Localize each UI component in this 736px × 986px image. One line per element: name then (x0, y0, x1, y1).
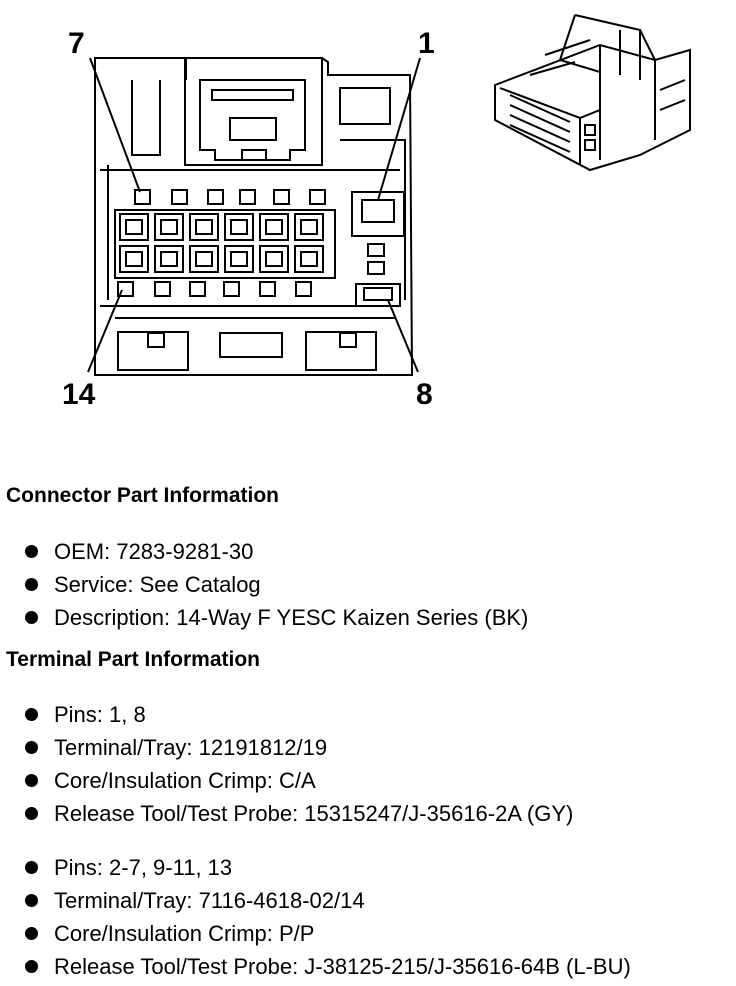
list-item: Core/Insulation Crimp: C/A (0, 764, 573, 797)
bullet-icon (25, 927, 38, 940)
connector-info-title: Connector Part Information (6, 484, 280, 507)
bullet-icon (25, 774, 38, 787)
terminal-pins: Pins: 1, 8 (54, 702, 146, 727)
pin-label-1: 1 (418, 27, 435, 60)
list-item: Release Tool/Test Probe: 15315247/J-3561… (0, 797, 573, 830)
bullet-icon (25, 807, 38, 820)
bullet-icon (25, 578, 38, 591)
top-pin-row (134, 189, 326, 205)
list-item: Release Tool/Test Probe: J-38125-215/J-3… (0, 950, 631, 983)
connector-info-list: OEM: 7283-9281-30 Service: See Catalog D… (0, 535, 528, 634)
connector-oem: OEM: 7283-9281-30 (54, 539, 254, 564)
pin-label-8: 8 (416, 378, 433, 411)
terminal-info-title: Terminal Part Information (6, 648, 260, 671)
terminal-tray: Terminal/Tray: 12191812/19 (54, 735, 328, 760)
terminal-release-tool: Release Tool/Test Probe: J-38125-215/J-3… (54, 954, 631, 979)
bottom-pin-row (117, 281, 312, 297)
bullet-icon (25, 894, 38, 907)
terminal-crimp: Core/Insulation Crimp: P/P (54, 921, 315, 946)
connector-face (94, 57, 414, 376)
bullet-icon (25, 741, 38, 754)
terminal-group-1: Pins: 1, 8 Terminal/Tray: 12191812/19 Co… (0, 698, 573, 830)
list-item: Description: 14-Way F YESC Kaizen Series… (0, 601, 528, 634)
connector-diagram: 7 1 14 8 (62, 14, 691, 411)
terminal-release-tool: Release Tool/Test Probe: 15315247/J-3561… (54, 801, 574, 826)
bullet-icon (25, 708, 38, 721)
pin-1-cavity (351, 191, 405, 237)
cavity-grid (119, 213, 324, 273)
list-item: Pins: 1, 8 (0, 698, 573, 731)
leader-7 (89, 57, 141, 193)
terminal-crimp: Core/Insulation Crimp: C/A (54, 768, 316, 793)
bullet-icon (25, 960, 38, 973)
connector-service: Service: See Catalog (54, 572, 261, 597)
pin-label-14: 14 (62, 378, 96, 411)
bullet-icon (25, 861, 38, 874)
connector-description: Description: 14-Way F YESC Kaizen Series… (54, 605, 529, 630)
list-item: Core/Insulation Crimp: P/P (0, 917, 631, 950)
list-item: Terminal/Tray: 12191812/19 (0, 731, 573, 764)
list-item: Terminal/Tray: 7116-4618-02/14 (0, 884, 631, 917)
list-item: Service: See Catalog (0, 568, 528, 601)
terminal-group-2: Pins: 2-7, 9-11, 13 Terminal/Tray: 7116-… (0, 851, 631, 983)
terminal-pins: Pins: 2-7, 9-11, 13 (54, 855, 233, 880)
terminal-tray: Terminal/Tray: 7116-4618-02/14 (54, 888, 365, 913)
list-item: OEM: 7283-9281-30 (0, 535, 528, 568)
connector-3d-view (494, 14, 691, 172)
bullet-icon (25, 545, 38, 558)
pin-label-7: 7 (68, 27, 85, 60)
leader-8 (387, 299, 419, 373)
bullet-icon (25, 611, 38, 624)
list-item: Pins: 2-7, 9-11, 13 (0, 851, 631, 884)
leader-1 (377, 57, 421, 201)
leader-14 (87, 289, 123, 373)
pin-8-cavity (355, 283, 401, 307)
